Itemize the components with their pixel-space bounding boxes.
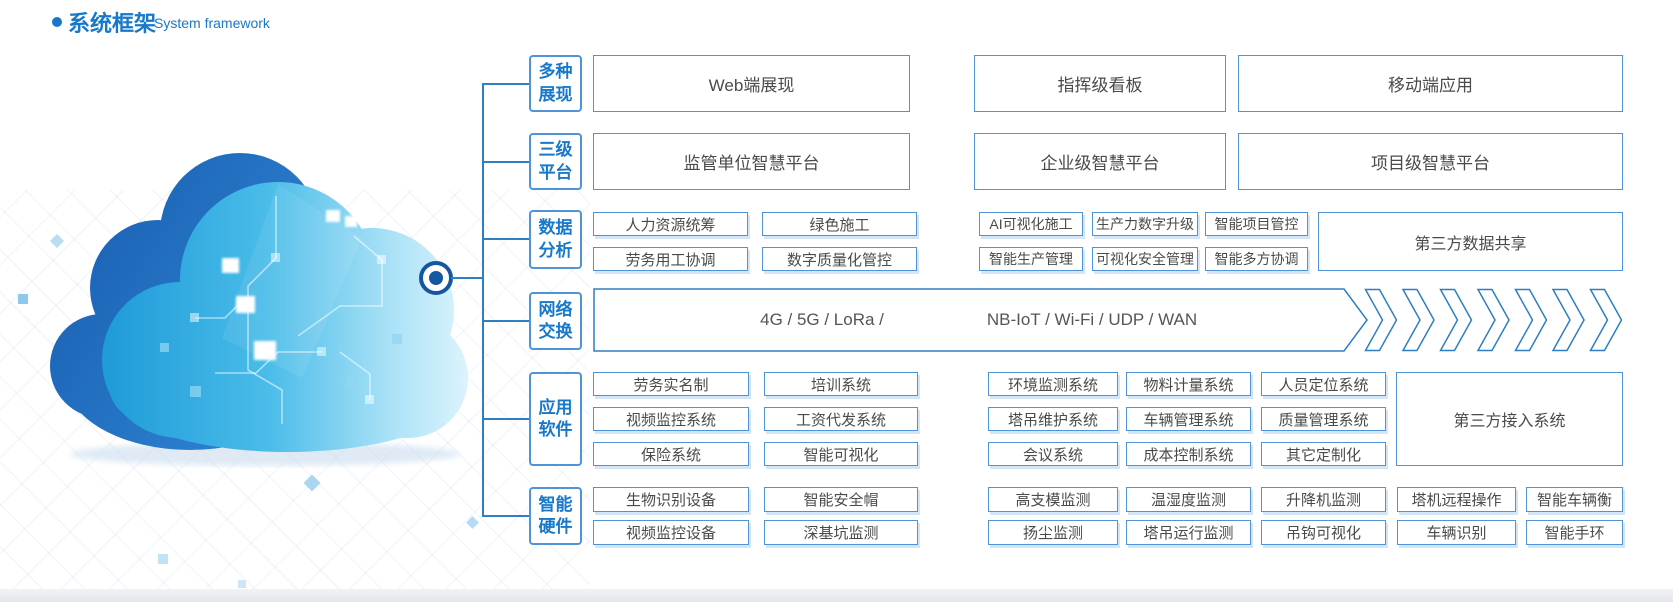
- box-command-dashboard: 指挥级看板: [974, 55, 1226, 112]
- box-tower-crane-maintenance-system: 塔吊维护系统: [988, 407, 1118, 431]
- box-tower-crane-operation-monitoring: 塔吊运行监测: [1126, 520, 1251, 545]
- box-smart-helmet: 智能安全帽: [764, 487, 918, 512]
- box-dust-monitoring: 扬尘监测: [988, 520, 1118, 545]
- box-temp-humidity-monitoring: 温湿度监测: [1126, 487, 1251, 512]
- branch-line: [482, 320, 529, 322]
- box-other-customization: 其它定制化: [1261, 442, 1386, 466]
- box-project-platform: 项目级智慧平台: [1238, 133, 1623, 190]
- box-hook-visualization: 吊钩可视化: [1261, 520, 1386, 545]
- node-dot: [429, 271, 443, 285]
- box-third-party-access-system: 第三方接入系统: [1396, 372, 1623, 466]
- box-productivity-digital-upgrade: 生产力数字升级: [1092, 212, 1198, 236]
- box-smart-project-control: 智能项目管控: [1205, 212, 1308, 236]
- box-green-construction: 绿色施工: [762, 212, 917, 236]
- chevron-right-icons: [1364, 288, 1623, 352]
- branch-line: [482, 238, 529, 240]
- box-vehicle-recognition: 车辆识别: [1397, 520, 1516, 545]
- box-smart-vehicle-scale: 智能车辆衡: [1526, 487, 1623, 512]
- category-smart-hardware: 智能硬件: [529, 487, 582, 545]
- box-video-surveillance-device: 视频监控设备: [593, 520, 749, 545]
- bottom-gray-band: [0, 589, 1673, 602]
- box-biometric-device: 生物识别设备: [593, 487, 749, 512]
- box-quality-management-system: 质量管理系统: [1261, 407, 1386, 431]
- category-three-level-platform: 三级平台: [529, 133, 582, 190]
- box-labor-coordination: 劳务用工协调: [593, 247, 748, 271]
- box-hoist-monitoring: 升降机监测: [1261, 487, 1386, 512]
- branch-line: [482, 161, 529, 163]
- box-personnel-positioning-system: 人员定位系统: [1261, 372, 1386, 396]
- box-mobile-app: 移动端应用: [1238, 55, 1623, 112]
- branch-line: [482, 515, 529, 517]
- box-web-display: Web端展现: [593, 55, 910, 112]
- page-title: 系统框架: [68, 11, 157, 36]
- box-deep-pit-monitoring: 深基坑监测: [764, 520, 918, 545]
- box-smart-visualization: 智能可视化: [764, 442, 918, 466]
- branch-line: [482, 83, 529, 85]
- box-video-surveillance-system: 视频监控系统: [593, 407, 749, 431]
- category-data-analysis: 数据分析: [529, 210, 582, 269]
- box-vehicle-management-system: 车辆管理系统: [1126, 407, 1251, 431]
- box-insurance-system: 保险系统: [593, 442, 749, 466]
- category-application-software: 应用软件: [529, 372, 582, 466]
- box-smart-production-mgmt: 智能生产管理: [979, 247, 1083, 271]
- box-meeting-system: 会议系统: [988, 442, 1118, 466]
- box-high-formwork-monitoring: 高支模监测: [988, 487, 1118, 512]
- box-ai-visual-construction: AI可视化施工: [979, 212, 1083, 236]
- box-tower-remote-operation: 塔机远程操作: [1397, 487, 1516, 512]
- box-training-system: 培训系统: [764, 372, 918, 396]
- box-cost-control-system: 成本控制系统: [1126, 442, 1251, 466]
- box-visual-safety-mgmt: 可视化安全管理: [1092, 247, 1198, 271]
- cloud-connector-node: [419, 261, 453, 295]
- network-bar: [593, 288, 1368, 352]
- box-hr-overview: 人力资源统筹: [593, 212, 748, 236]
- title-bullet-icon: [52, 17, 62, 27]
- box-smart-multiparty-coordination: 智能多方协调: [1205, 247, 1308, 271]
- box-smart-wristband: 智能手环: [1526, 520, 1623, 545]
- box-labor-real-name: 劳务实名制: [593, 372, 749, 396]
- box-payroll-system: 工资代发系统: [764, 407, 918, 431]
- box-regulator-platform: 监管单位智慧平台: [593, 133, 910, 190]
- box-third-party-data-sharing: 第三方数据共享: [1318, 212, 1623, 271]
- box-material-metering-system: 物料计量系统: [1126, 372, 1251, 396]
- branch-line: [482, 418, 529, 420]
- box-digital-quality-control: 数字质量化管控: [762, 247, 917, 271]
- trunk-line: [482, 83, 484, 516]
- connector-line: [451, 277, 482, 279]
- category-multi-display: 多种展现: [529, 55, 582, 112]
- page-subtitle: System framework: [154, 15, 270, 31]
- category-network-exchange: 网络交换: [529, 292, 582, 350]
- cloud-graphic: [50, 153, 468, 466]
- network-protocols-left: 4G / 5G / LoRa /: [760, 310, 884, 329]
- box-enterprise-platform: 企业级智慧平台: [974, 133, 1226, 190]
- box-environment-monitoring-system: 环境监测系统: [988, 372, 1118, 396]
- network-protocols-right: NB-IoT / Wi-Fi / UDP / WAN: [986, 310, 1198, 329]
